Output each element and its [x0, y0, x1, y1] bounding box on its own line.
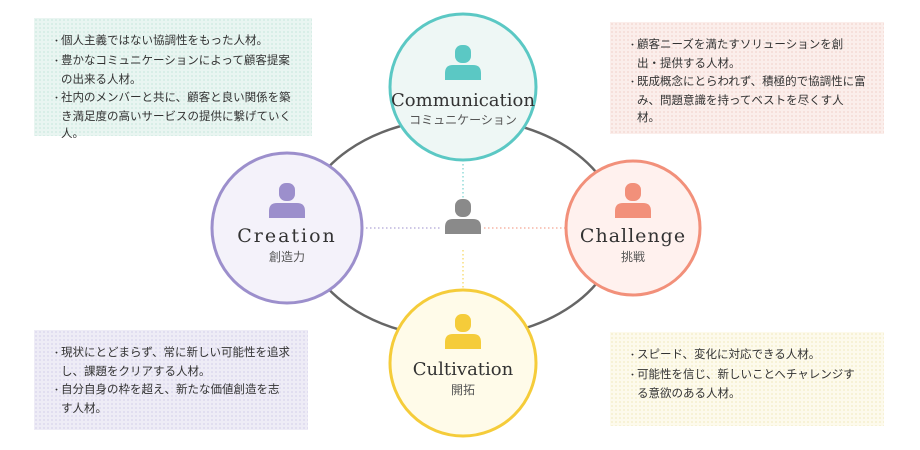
person-body — [269, 203, 305, 218]
person-icon — [615, 183, 651, 218]
node-communication: Communication コミュニケーション — [388, 12, 538, 162]
box-creation-list: 現状にとどまらず、常に新しい可能性を追求し、課題をクリアする人材。 自分自身の枠… — [52, 344, 290, 417]
box-communication: 個人主義ではない協調性をもった人材。 豊かなコミュニケーションによって顧客提案の… — [34, 18, 312, 140]
node-communication-circle — [388, 12, 538, 162]
list-item: スピード、変化に対応できる人材。 — [628, 346, 866, 365]
person-body — [615, 203, 651, 218]
node-creation-title: Creation — [237, 225, 337, 247]
node-challenge-circle — [564, 159, 702, 297]
list-item: 可能性を信じ、新しいことへチャレンジする意欲のある人材。 — [628, 366, 866, 402]
node-creation-subtitle: 創造力 — [269, 250, 305, 264]
node-communication-subtitle: コミュニケーション — [409, 113, 517, 127]
list-item: 社内のメンバーと共に、顧客と良い関係を築き満足度の高いサービスの提供に繋げていく… — [52, 89, 294, 142]
box-cultivation-list: スピード、変化に対応できる人材。 可能性を信じ、新しいことへチャレンジする意欲の… — [628, 346, 866, 402]
node-challenge: Challenge 挑戦 — [564, 159, 702, 297]
box-challenge-list: 顧客ニーズを満たすソリューションを創出・提供する人材。 既成概念にとらわれず、積… — [628, 36, 866, 126]
list-item: 既成概念にとらわれず、積極的で協調性に富み、問題意識を持ってベストを尽くす人材。 — [628, 73, 866, 126]
person-head — [625, 183, 641, 201]
person-icon — [445, 314, 481, 349]
person-icon — [269, 183, 305, 218]
center-person-icon — [445, 199, 481, 234]
box-cultivation: スピード、変化に対応できる人材。 可能性を信じ、新しいことへチャレンジする意欲の… — [610, 332, 884, 426]
node-cultivation-circle — [388, 288, 538, 438]
list-item: 顧客ニーズを満たすソリューションを創出・提供する人材。 — [628, 36, 866, 72]
node-cultivation-title: Cultivation — [413, 359, 514, 380]
node-challenge-subtitle: 挑戦 — [621, 250, 645, 264]
node-cultivation-subtitle: 開拓 — [451, 383, 475, 397]
person-head — [455, 314, 471, 332]
list-item: 個人主義ではない協調性をもった人材。 — [52, 32, 294, 51]
list-item: 現状にとどまらず、常に新しい可能性を追求し、課題をクリアする人材。 — [52, 344, 290, 380]
person-head — [279, 183, 295, 201]
person-body — [445, 65, 481, 80]
node-creation-circle — [210, 151, 364, 305]
list-item: 豊かなコミュニケーションによって顧客提案の出来る人材。 — [52, 52, 294, 88]
person-head — [455, 45, 471, 63]
box-challenge: 顧客ニーズを満たすソリューションを創出・提供する人材。 既成概念にとらわれず、積… — [610, 22, 884, 134]
box-creation: 現状にとどまらず、常に新しい可能性を追求し、課題をクリアする人材。 自分自身の枠… — [34, 330, 308, 430]
node-creation: Creation 創造力 — [210, 151, 364, 305]
person-icon — [445, 45, 481, 80]
node-cultivation: Cultivation 開拓 — [388, 288, 538, 438]
person-body — [445, 334, 481, 349]
person-head — [455, 199, 471, 217]
node-challenge-title: Challenge — [580, 225, 686, 247]
person-body — [445, 219, 481, 234]
node-communication-title: Communication — [391, 90, 535, 111]
list-item: 自分自身の枠を超え、新たな価値創造を志す人材。 — [52, 381, 290, 417]
box-communication-list: 個人主義ではない協調性をもった人材。 豊かなコミュニケーションによって顧客提案の… — [52, 32, 294, 142]
